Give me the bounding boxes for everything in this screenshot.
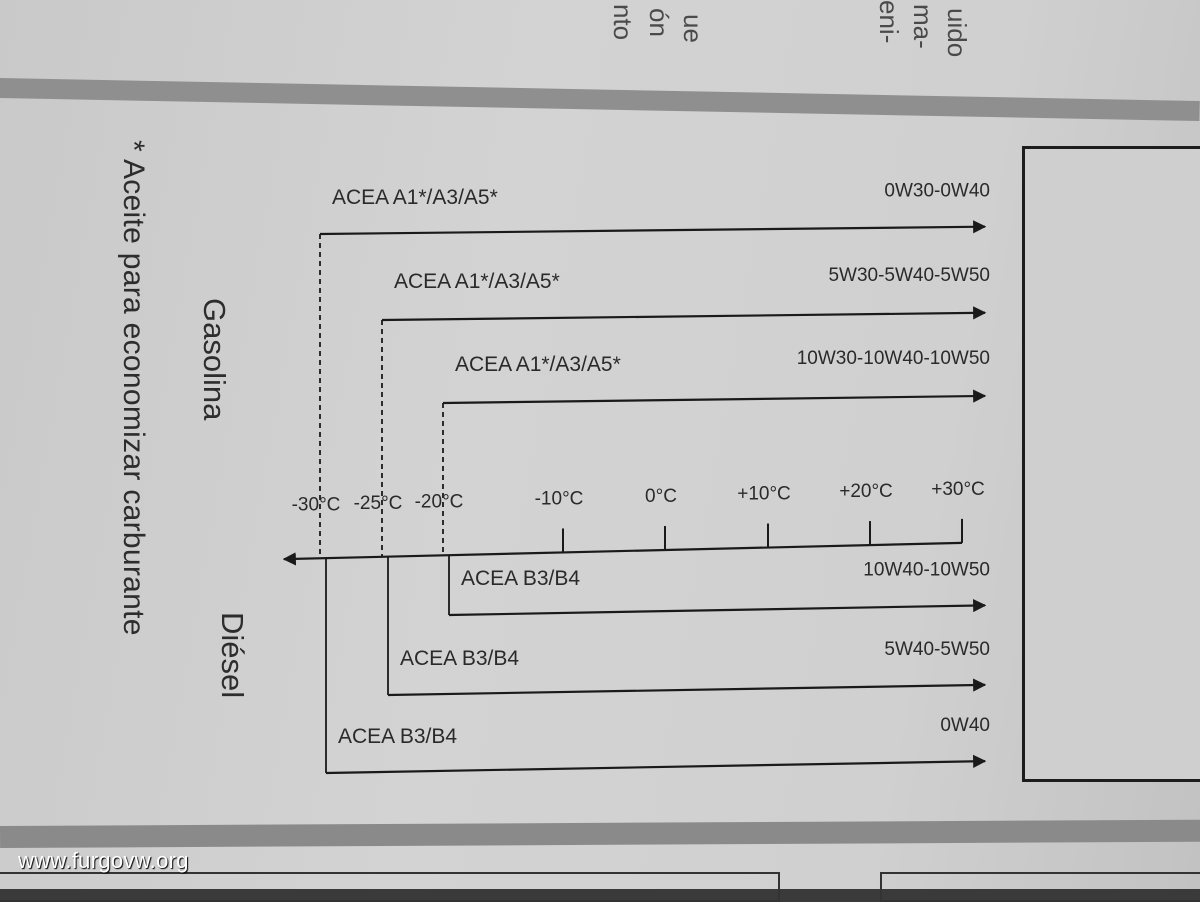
range-arrow: [448, 598, 987, 617]
spec-label: ACEA B3/B4: [338, 725, 457, 748]
spec-label: ACEA B3/B4: [400, 647, 519, 670]
range-arrow: [319, 220, 987, 236]
axis-tick-label: +10°C: [737, 484, 791, 505]
range-arrow: [381, 306, 987, 322]
axis-tick-label: -30°C: [292, 494, 341, 515]
grade-label: 5W40-5W50: [884, 639, 990, 660]
temperature-axis: [282, 541, 963, 566]
grade-label: 5W30-5W40-5W50: [828, 265, 990, 286]
side-panel-box: [1022, 146, 1200, 782]
grade-label: 10W40-10W50: [863, 559, 990, 580]
axis-tick-label: -10°C: [535, 488, 584, 509]
watermark: www.furgovw.org: [18, 848, 189, 873]
grade-label: 0W30-0W40: [884, 181, 990, 202]
axis-tick-label: -25°C: [354, 493, 403, 514]
axis-tick-label: 0°C: [645, 486, 677, 507]
axis-tick-label: +20°C: [839, 481, 893, 502]
grade-label: 0W40: [940, 715, 990, 736]
range-arrow: [387, 678, 987, 697]
axis-tick-label: +30°C: [931, 479, 985, 500]
range-arrow: [442, 389, 987, 405]
grade-label: 10W30-10W40-10W50: [797, 348, 990, 369]
spec-label: ACEA A1*/A3/A5*: [455, 353, 621, 376]
spec-label: ACEA A1*/A3/A5*: [394, 270, 560, 293]
spec-label: ACEA A1*/A3/A5*: [332, 186, 498, 209]
range-arrow: [325, 754, 987, 775]
spec-label: ACEA B3/B4: [461, 567, 580, 590]
axis-tick-label: -20°C: [415, 491, 464, 512]
